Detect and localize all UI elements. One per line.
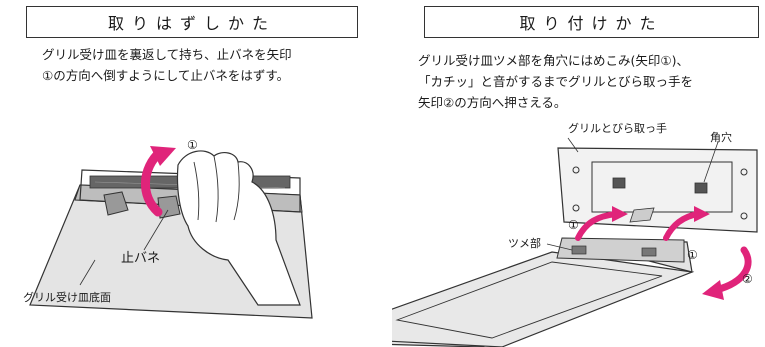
removal-illustration bbox=[29, 146, 313, 319]
hand-illustration bbox=[176, 150, 301, 306]
removal-title: 取りはずしかた bbox=[26, 6, 358, 38]
spring-label: 止バネ bbox=[121, 251, 161, 266]
install-arrow-2 bbox=[712, 246, 752, 294]
claw-label: ツメ部 bbox=[508, 237, 541, 250]
square-hole-label: 角穴 bbox=[710, 131, 732, 144]
install-marker-1a: ① bbox=[568, 218, 579, 232]
door-handle-label: グリルとびら取っ手 bbox=[568, 122, 667, 135]
install-marker-2: ② bbox=[742, 272, 753, 286]
install-arrow-1a bbox=[575, 211, 619, 241]
spring-clip-left bbox=[103, 191, 129, 216]
install-illustration bbox=[392, 137, 758, 347]
tray-bottom-label: グリル受け皿底面 bbox=[23, 291, 111, 304]
install-title: 取り付けかた bbox=[424, 6, 759, 38]
square-hole-right bbox=[694, 182, 708, 194]
claw-right bbox=[641, 247, 657, 257]
removal-arrow-marker: ① bbox=[187, 138, 198, 152]
removal-description: グリル受け皿を裏返して持ち、止バネを矢印 ①の方向へ倒すようにして止バネをはずす… bbox=[42, 47, 292, 83]
install-panel: 取り付けかた グリル受け皿ツメ部を角穴にはめこみ(矢印①)、 「カチッ」と音がす… bbox=[392, 0, 765, 347]
spring-leader bbox=[143, 209, 169, 251]
install-marker-1b: ① bbox=[687, 248, 698, 262]
claw-left bbox=[571, 245, 587, 255]
square-hole-left bbox=[612, 177, 626, 189]
tray-bottom-leader bbox=[79, 259, 96, 286]
removal-panel: 取りはずしかた グリル受け皿を裏返して持ち、止バネを矢印 ①の方向へ倒すようにし… bbox=[0, 0, 360, 347]
install-description: グリル受け皿ツメ部を角穴にはめこみ(矢印①)、 「カチッ」と音がするまでグリルと… bbox=[418, 53, 694, 110]
grill-door-handle bbox=[557, 147, 758, 233]
